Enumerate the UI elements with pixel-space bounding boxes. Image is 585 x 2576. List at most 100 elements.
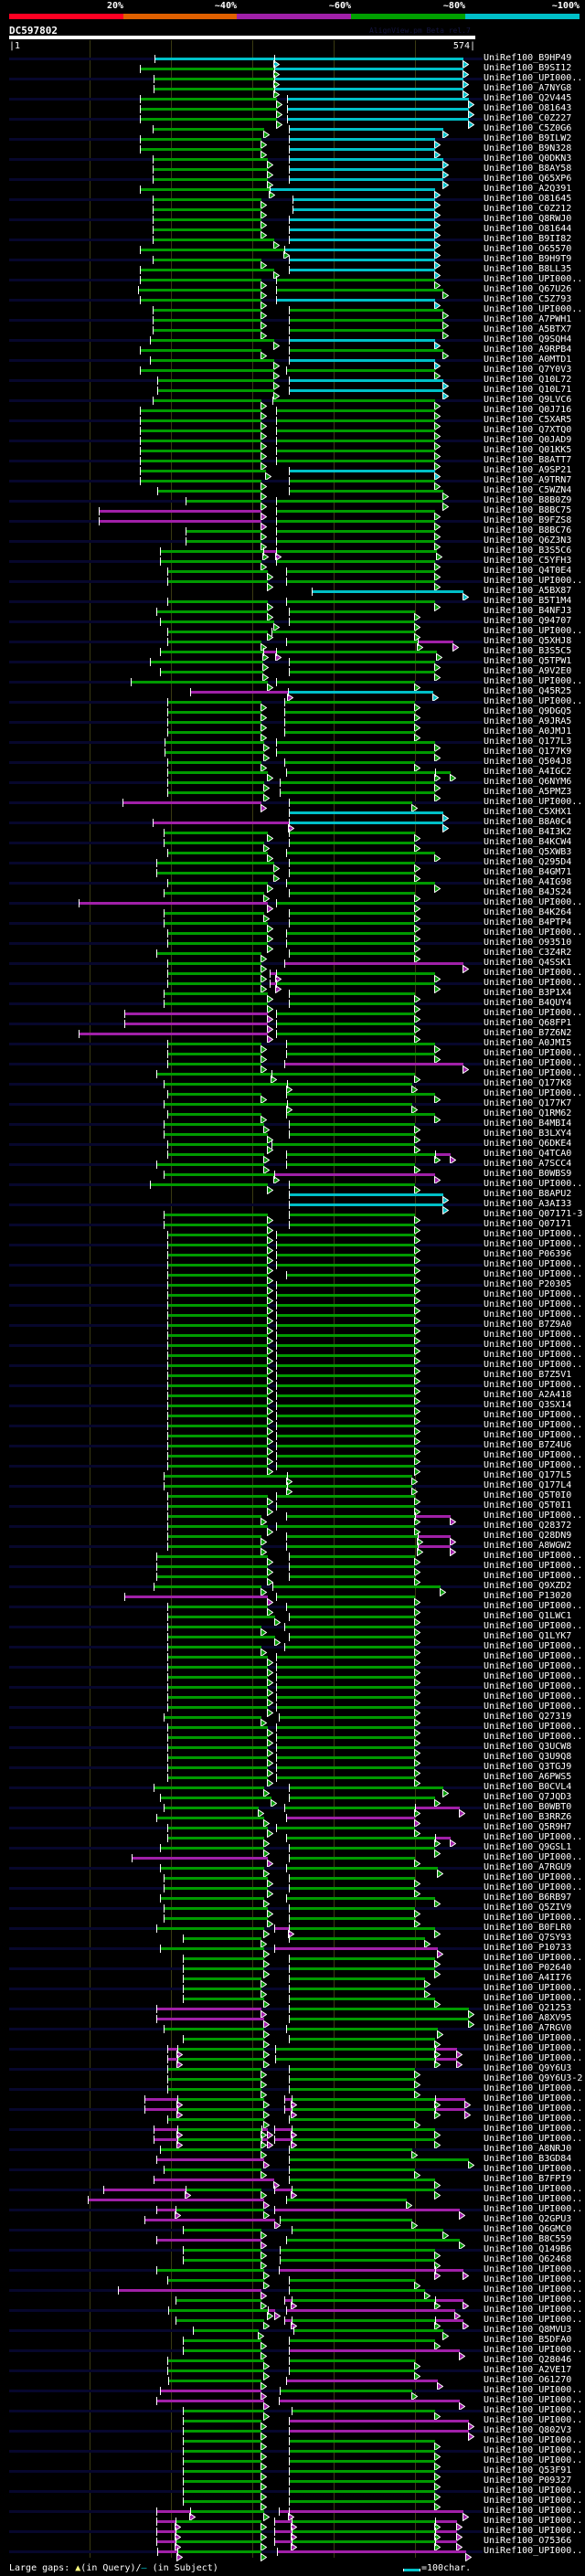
subject-label[interactable]: UniRef100_UPI000.. [484, 1671, 583, 1681]
subject-label[interactable]: UniRef100_B3P1X4 [484, 988, 572, 998]
subject-label[interactable]: UniRef100_A7PWH1 [484, 314, 572, 324]
subject-label[interactable]: UniRef100_UPI000.. [484, 897, 583, 907]
subject-label[interactable]: UniRef100_UPI000.. [484, 1993, 583, 2003]
subject-label[interactable]: UniRef100_Q10L71 [484, 385, 572, 395]
subject-label[interactable]: UniRef100_Q9Y6U3 [484, 2063, 572, 2073]
subject-label[interactable]: UniRef100_UPI000.. [484, 1179, 583, 1189]
subject-label[interactable]: UniRef100_A9SP21 [484, 465, 572, 475]
subject-label[interactable]: UniRef100_Q5TPW1 [484, 656, 572, 666]
subject-label[interactable]: UniRef100_UPI000.. [484, 2415, 583, 2425]
subject-label[interactable]: UniRef100_Q67U26 [484, 284, 572, 294]
subject-label[interactable]: UniRef100_Q28372 [484, 1521, 572, 1531]
subject-label[interactable]: UniRef100_Q62468 [484, 2254, 572, 2264]
subject-label[interactable]: UniRef100_UPI000.. [484, 968, 583, 978]
subject-label[interactable]: UniRef100_A8XV95 [484, 2013, 572, 2023]
subject-label[interactable]: UniRef100_O61270 [484, 2375, 572, 2385]
subject-label[interactable]: UniRef100_UPI000.. [484, 1732, 583, 1742]
subject-label[interactable]: UniRef100_Q65XP6 [484, 174, 572, 184]
subject-label[interactable]: UniRef100_B8A0C4 [484, 817, 572, 827]
subject-label[interactable]: UniRef100_B9H9T9 [484, 254, 572, 264]
subject-label[interactable]: UniRef100_Q68FP1 [484, 1018, 572, 1028]
subject-label[interactable]: UniRef100_UPI000.. [484, 2526, 583, 2536]
subject-label[interactable]: UniRef100_UPI000.. [484, 1872, 583, 1882]
subject-label[interactable]: UniRef100_UPI000.. [484, 1058, 583, 1068]
subject-label[interactable]: UniRef100_UPI000.. [484, 676, 583, 686]
subject-label[interactable]: UniRef100_UPI000.. [484, 1330, 583, 1340]
subject-label[interactable]: UniRef100_UPI000.. [484, 1701, 583, 1712]
subject-label[interactable]: UniRef100_Q5XHJ8 [484, 636, 572, 646]
subject-label[interactable]: UniRef100_UPI000.. [484, 797, 583, 807]
subject-label[interactable]: UniRef100_A7RGV0 [484, 2023, 572, 2033]
subject-label[interactable]: UniRef100_B4NFJ3 [484, 606, 572, 616]
subject-label[interactable]: UniRef100_Q7Y0V3 [484, 365, 572, 375]
subject-label[interactable]: UniRef100_Q802V3 [484, 2425, 572, 2435]
subject-label[interactable]: UniRef100_Q3U9Q8 [484, 1752, 572, 1762]
subject-label[interactable]: UniRef100_UPI000.. [484, 2094, 583, 2104]
subject-label[interactable]: UniRef100_Q8MVU3 [484, 2325, 572, 2335]
subject-label[interactable]: UniRef100_UPI000.. [484, 1661, 583, 1671]
subject-label[interactable]: UniRef100_UPI000.. [484, 2114, 583, 2124]
subject-label[interactable]: UniRef100_UPI000.. [484, 1239, 583, 1249]
subject-label[interactable]: UniRef100_UPI000.. [484, 1430, 583, 1440]
subject-label[interactable]: UniRef100_UPI000.. [484, 2546, 583, 2556]
subject-label[interactable]: UniRef100_UPI000.. [484, 2516, 583, 2526]
subject-label[interactable]: UniRef100_A9V2E0 [484, 666, 572, 676]
subject-label[interactable]: UniRef100_Q6GMC0 [484, 2224, 572, 2234]
subject-label[interactable]: UniRef100_UPI000.. [484, 1953, 583, 1963]
subject-label[interactable]: UniRef100_UPI000.. [484, 304, 583, 314]
subject-label[interactable]: UniRef100_C5Z0G6 [484, 123, 572, 133]
subject-label[interactable]: UniRef100_Q94707 [484, 616, 572, 626]
subject-label[interactable]: UniRef100_Q07171 [484, 1219, 572, 1229]
subject-label[interactable]: UniRef100_UPI000.. [484, 1008, 583, 1018]
subject-label[interactable]: UniRef100_P02640 [484, 1963, 572, 1973]
subject-label[interactable]: UniRef100_UPI000.. [484, 2496, 583, 2506]
subject-label[interactable]: UniRef100_B0FLR0 [484, 1923, 572, 1933]
subject-label[interactable]: UniRef100_Q9LVC6 [484, 395, 572, 405]
subject-label[interactable]: UniRef100_UPI000.. [484, 2274, 583, 2284]
subject-label[interactable]: UniRef100_UPI000.. [484, 2194, 583, 2204]
subject-label[interactable]: UniRef100_O75366 [484, 2536, 572, 2546]
subject-label[interactable]: UniRef100_B8AY58 [484, 164, 572, 174]
subject-label[interactable]: UniRef100_A2Q391 [484, 184, 572, 194]
subject-label[interactable]: UniRef100_UPI000.. [484, 1410, 583, 1420]
subject-label[interactable]: UniRef100_C5Z793 [484, 294, 572, 304]
subject-label[interactable]: UniRef100_A7RGU9 [484, 1862, 572, 1872]
subject-label[interactable]: UniRef100_A0MTD1 [484, 355, 572, 365]
subject-label[interactable]: UniRef100_UPI000.. [484, 2134, 583, 2144]
subject-label[interactable]: UniRef100_B0WBS9 [484, 1169, 572, 1179]
subject-label[interactable]: UniRef100_UPI000.. [484, 1882, 583, 1892]
subject-label[interactable]: UniRef100_P06396 [484, 1249, 572, 1259]
subject-label[interactable]: UniRef100_UPI000.. [484, 696, 583, 706]
subject-label[interactable]: UniRef100_A4IG98 [484, 877, 572, 887]
subject-label[interactable]: UniRef100_B4JS24 [484, 887, 572, 897]
subject-label[interactable]: UniRef100_UPI000.. [484, 1048, 583, 1058]
subject-label[interactable]: UniRef100_A9RPB4 [484, 345, 572, 355]
subject-label[interactable]: UniRef100_UPI000.. [484, 1380, 583, 1390]
subject-label[interactable]: UniRef100_B5DFA0 [484, 2335, 572, 2345]
subject-label[interactable]: UniRef100_UPI000.. [484, 1561, 583, 1571]
subject-label[interactable]: UniRef100_B3S5C6 [484, 546, 572, 556]
subject-label[interactable]: UniRef100_B8BC76 [484, 525, 572, 535]
subject-label[interactable]: UniRef100_Q07171-3 [484, 1209, 583, 1219]
subject-label[interactable]: UniRef100_UPI000.. [484, 2043, 583, 2053]
subject-label[interactable]: UniRef100_Q1LWC1 [484, 1611, 572, 1621]
subject-label[interactable]: UniRef100_Q177L4 [484, 1480, 572, 1490]
subject-label[interactable]: UniRef100_A2VE17 [484, 2365, 572, 2375]
subject-label[interactable]: UniRef100_B3S5C5 [484, 646, 572, 656]
subject-label[interactable]: UniRef100_A6PWS5 [484, 1772, 572, 1782]
subject-label[interactable]: UniRef100_UPI000.. [484, 1450, 583, 1460]
subject-label[interactable]: UniRef100_Q5R9H7 [484, 1822, 572, 1832]
subject-label[interactable]: UniRef100_Q2V445 [484, 93, 572, 103]
subject-label[interactable]: UniRef100_B8APU2 [484, 1189, 572, 1199]
subject-label[interactable]: UniRef100_C3Z4R2 [484, 948, 572, 958]
subject-label[interactable]: UniRef100_C0Z227 [484, 113, 572, 123]
subject-label[interactable]: UniRef100_Q6NYM6 [484, 777, 572, 787]
subject-label[interactable]: UniRef100_B8C559 [484, 2234, 572, 2244]
subject-label[interactable]: UniRef100_UPI000.. [484, 928, 583, 938]
subject-label[interactable]: UniRef100_UPI000.. [484, 1420, 583, 1430]
subject-label[interactable]: UniRef100_A4II76 [484, 1973, 572, 1983]
subject-label[interactable]: UniRef100_UPI000.. [484, 1571, 583, 1581]
subject-label[interactable]: UniRef100_UPI000.. [484, 2033, 583, 2043]
subject-label[interactable]: UniRef100_Q01KK5 [484, 445, 572, 455]
subject-label[interactable]: UniRef100_A7NYG8 [484, 83, 572, 93]
